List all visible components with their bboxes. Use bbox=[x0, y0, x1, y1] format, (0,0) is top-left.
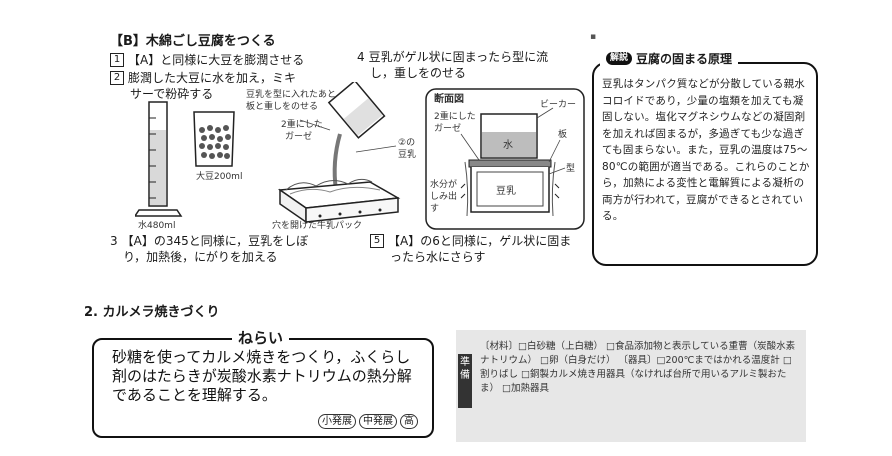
step-3: 3【A】の345と同様に，豆乳をしぼ り，加熱後，にがりを加える bbox=[110, 233, 308, 265]
step-1-text: 【A】と同様に大豆を膨潤させる bbox=[128, 53, 305, 67]
step-5: 5 【A】の6と同様に，ゲル状に固ま ったら水にさらす bbox=[370, 233, 571, 265]
explanation-badge: 解説 bbox=[606, 52, 633, 65]
cross-section-title: 断面図 bbox=[434, 94, 464, 105]
preparation-text: 〔材料〕□白砂糖（上白糖） □食品添加物と表示している重曹（炭酸水素ナトリウム）… bbox=[480, 341, 796, 394]
measuring-cylinder-illustration bbox=[135, 101, 183, 217]
step-4-line2: し，重しをのせる bbox=[370, 66, 467, 80]
pour-note-line2: 板と重しをのせる bbox=[246, 102, 319, 112]
drain-line2: しみ出 bbox=[430, 192, 458, 202]
step-3-line2: り，加熱後，にがりを加える bbox=[123, 250, 278, 264]
aim-text: 砂糖を使ってカルメ焼きをつくり，ふくらし剤のはたらきが炭酸水素ナトリウムの熱分解… bbox=[112, 348, 412, 404]
step-3-line1: 【A】の345と同様に，豆乳をしぼ bbox=[121, 234, 309, 248]
pour-note-line1: 豆乳を型に入れたあと bbox=[246, 90, 337, 100]
section-b-title: 【B】木綿ごし豆腐をつくる bbox=[110, 34, 276, 49]
aim-title: ねらい bbox=[232, 327, 290, 348]
cross-section-frame bbox=[425, 88, 585, 230]
cs-gauze-line1: 2重にした bbox=[434, 112, 476, 122]
carton-label: 穴を開けた牛乳パック bbox=[272, 221, 363, 231]
step-5-line1: 【A】の6と同様に，ゲル状に固ま bbox=[388, 234, 572, 248]
drain-line3: す bbox=[430, 204, 440, 214]
explanation-title: 豆腐の固まる原理 bbox=[636, 52, 733, 66]
step-4-number: 4 bbox=[357, 50, 365, 64]
gauze-label-line1: 2重にした bbox=[281, 120, 323, 130]
gauze-label-line2: ガーゼ bbox=[285, 132, 313, 142]
beaker-label: ビーカー bbox=[540, 100, 577, 110]
level-badge-elementary: 小発展 bbox=[318, 414, 356, 429]
explanation-header: 解説 豆腐の固まる原理 bbox=[600, 50, 739, 67]
preparation-tag: 準備 bbox=[458, 354, 472, 408]
step-4-line1: 豆乳がゲル状に固まったら型に流 bbox=[368, 50, 549, 64]
step-1-number: 1 bbox=[110, 52, 124, 67]
cs-water-label: 水 bbox=[503, 140, 513, 151]
step-3-number: 3 bbox=[110, 234, 118, 248]
step-2: 2 膨潤した大豆に水を加え，ミキ サーで粉砕する bbox=[110, 70, 296, 102]
level-badges: 小発展 中発展 高 bbox=[318, 414, 418, 429]
level-badge-high: 高 bbox=[400, 414, 418, 429]
step-5-line2: ったら水にさらす bbox=[390, 250, 486, 264]
drain-line1: 水分が bbox=[430, 180, 458, 190]
cs-soymilk-label: 豆乳 bbox=[496, 186, 516, 197]
step-2-number: 2 bbox=[110, 70, 124, 85]
mold-label: 型 bbox=[566, 164, 576, 174]
soymilk-label-line1: ②の bbox=[398, 138, 416, 148]
level-badge-junior: 中発展 bbox=[359, 414, 397, 429]
edge-mark: ▪ bbox=[590, 32, 597, 42]
board-label: 板 bbox=[558, 130, 568, 140]
water-label: 水480ml bbox=[138, 221, 176, 231]
cs-gauze-line2: ガーゼ bbox=[434, 124, 462, 134]
pouring-illustration bbox=[277, 82, 401, 224]
step-2-line1: 膨潤した大豆に水を加え，ミキ bbox=[128, 71, 297, 85]
soybean-label: 大豆200ml bbox=[196, 172, 243, 182]
preparation-panel bbox=[456, 330, 806, 442]
step-1: 1 【A】と同様に大豆を膨潤させる bbox=[110, 52, 304, 68]
explanation-body: 豆乳はタンパク質などが分散している親水コロイドであり，少量の塩類を加えても凝固し… bbox=[602, 78, 810, 222]
section-2-title: 2. カルメラ焼きづくり bbox=[84, 305, 220, 320]
step-5-number: 5 bbox=[370, 233, 384, 248]
step-2-line2: サーで粉砕する bbox=[130, 87, 214, 101]
soymilk-label-line2: 豆乳 bbox=[398, 150, 417, 160]
soybean-beaker-illustration bbox=[193, 111, 235, 167]
